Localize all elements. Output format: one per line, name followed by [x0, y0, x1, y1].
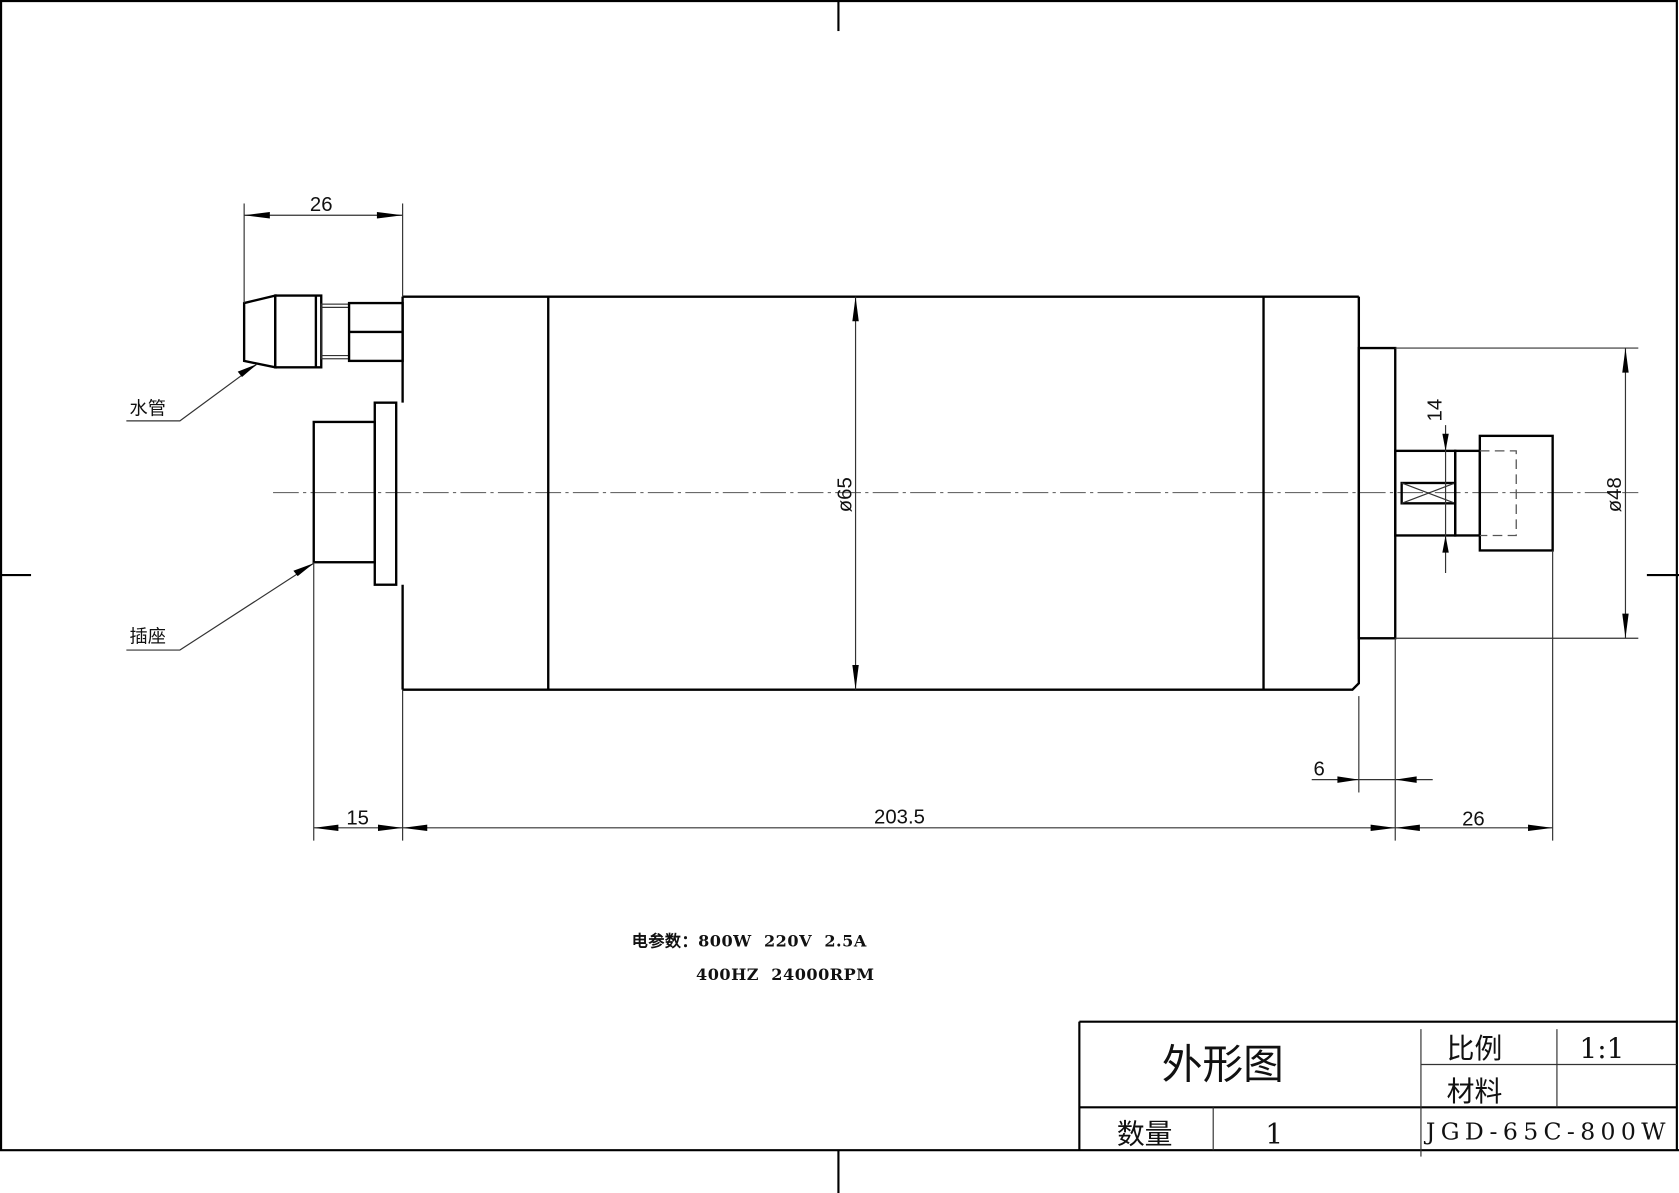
water-pipe-fitting	[242, 294, 404, 369]
svg-text:26: 26	[310, 194, 333, 216]
spindle-shaft	[1394, 434, 1554, 552]
scale-value: 1:1	[1580, 1032, 1625, 1065]
label-water-pipe: 水管	[126, 363, 258, 422]
specs-line-2: 400HZ 24000RPM	[696, 965, 875, 984]
socket-connector	[312, 401, 398, 586]
svg-text:插座: 插座	[130, 627, 166, 648]
dim-nose-length: 6	[1311, 638, 1433, 841]
dim-water-pipe: 26	[243, 194, 404, 304]
electrical-specs: 电参数：800W 220V 2.5A 400HZ 24000RPM	[632, 932, 875, 984]
specs-line-1: 电参数：800W 220V 2.5A	[632, 932, 867, 951]
dim-body-diameter: ø65	[834, 296, 859, 690]
dim-body-length: 203.5	[874, 807, 925, 829]
svg-text:ø48: ø48	[1604, 477, 1626, 512]
model-number: JGD-65C-800W	[1424, 1117, 1671, 1145]
svg-text:14: 14	[1424, 399, 1446, 422]
dim-shaft-length: 26	[1462, 809, 1485, 831]
svg-text:ø65: ø65	[834, 477, 856, 512]
title-block-title: 外形图	[1162, 1040, 1284, 1088]
dim-socket-length: 15	[346, 808, 369, 830]
scale-label: 比例	[1447, 1032, 1503, 1065]
quantity-label: 数量	[1117, 1118, 1173, 1151]
dim-bottom-chain: 15 203.5 26	[313, 550, 1554, 841]
quantity-value: 1	[1265, 1118, 1283, 1151]
material-label: 材料	[1447, 1075, 1503, 1108]
dim-nose-diameter: ø48	[1395, 347, 1639, 639]
svg-text:水管: 水管	[130, 398, 166, 419]
title-block: 外形图 比例 1:1 材料 数量 1 JGD-65C-800W	[1078, 1020, 1677, 1157]
label-socket: 插座	[126, 562, 315, 651]
dim-collet-nut: 14	[1424, 399, 1449, 573]
svg-text:6: 6	[1314, 758, 1325, 780]
